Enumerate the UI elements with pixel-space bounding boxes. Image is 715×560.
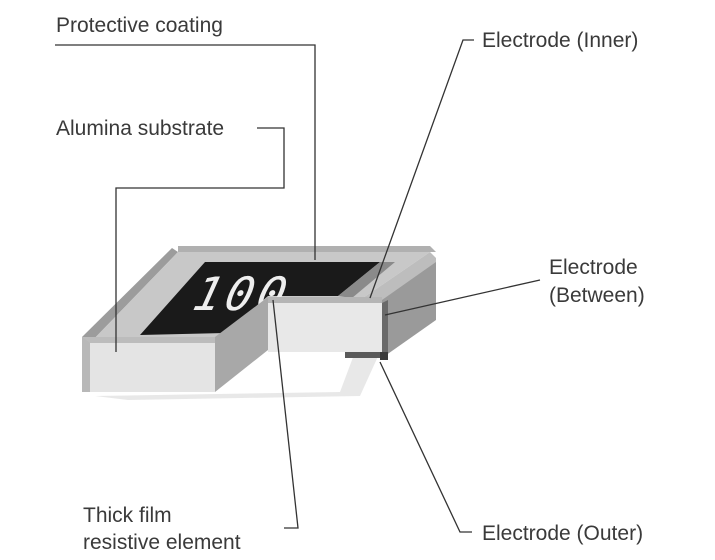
leader-alumina-substrate — [115, 127, 285, 352]
label-thick-film-2: resistive element — [83, 531, 241, 554]
label-electrode-outer: Electrode (Outer) — [482, 522, 643, 545]
leader-electrode-inner — [369, 39, 474, 299]
notch-side — [215, 297, 268, 392]
label-electrode-between-2: (Between) — [549, 284, 645, 307]
substrate-left-bevel — [82, 337, 90, 392]
label-protective-coating: Protective coating — [56, 14, 223, 37]
substrate-front-right — [268, 297, 382, 352]
substrate-front-right-top — [268, 297, 382, 303]
labels: Protective coating Alumina substrate Ele… — [56, 14, 645, 554]
chip-resistor: 100 — [82, 246, 436, 400]
chip-shadow — [95, 352, 380, 400]
substrate-left-side — [82, 248, 178, 343]
electrode-between-texture — [382, 300, 388, 358]
label-electrode-between-1: Electrode — [549, 256, 638, 279]
electrode-outer-pad — [380, 352, 388, 360]
label-thick-film-1: Thick film — [83, 504, 172, 527]
label-alumina-substrate: Alumina substrate — [56, 117, 224, 140]
leader-electrode-between — [384, 279, 541, 316]
leader-lines — [55, 39, 541, 533]
leader-protective-coating — [55, 44, 316, 260]
label-electrode-inner: Electrode (Inner) — [482, 29, 638, 52]
substrate-back-edge — [178, 246, 436, 252]
leader-electrode-outer — [379, 361, 472, 533]
electrode-outer-bottom — [345, 352, 388, 358]
leader-thick-film — [272, 299, 299, 529]
substrate-front-left-edge — [82, 337, 215, 343]
substrate-front-left — [82, 337, 215, 392]
inner-electrode-strip — [338, 262, 395, 298]
protective-coating-layer — [140, 262, 380, 335]
